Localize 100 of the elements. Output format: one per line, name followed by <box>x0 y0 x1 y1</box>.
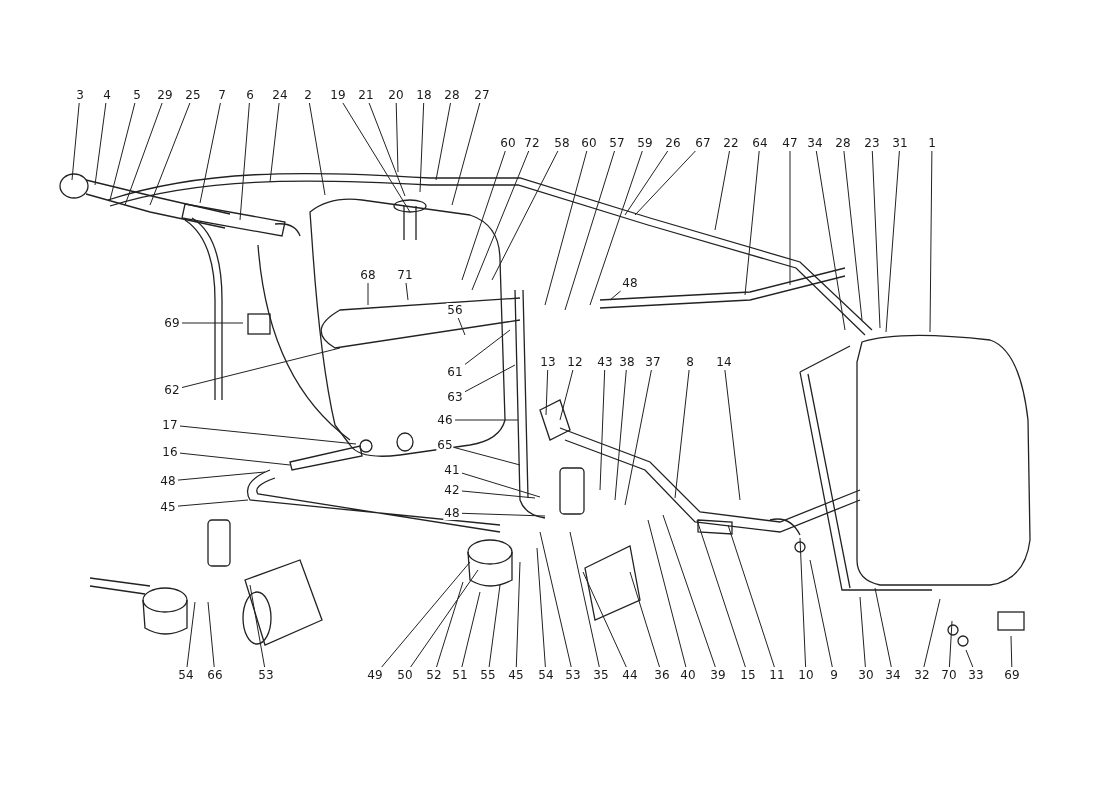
leader-line <box>308 102 326 196</box>
callout-number: 12 <box>566 355 584 369</box>
callout-number: 14 <box>715 355 733 369</box>
callout-number: 58 <box>553 136 571 150</box>
callout-number: 45 <box>507 668 525 682</box>
leader-line <box>454 447 521 466</box>
callout-number: 51 <box>451 668 469 682</box>
leader-line <box>419 102 425 193</box>
leader-line <box>539 531 572 668</box>
leader-line <box>109 102 136 201</box>
leader-line <box>488 584 501 668</box>
callout-number: 48 <box>443 506 461 520</box>
callout-number: 56 <box>446 303 464 317</box>
callout-number: 4 <box>102 88 112 102</box>
callout-number: 54 <box>177 668 195 682</box>
leader-line <box>923 598 941 668</box>
leader-line <box>624 369 652 506</box>
callout-number: 50 <box>396 668 414 682</box>
leader-line <box>71 102 80 181</box>
leader-line <box>948 620 953 668</box>
leader-line <box>589 150 643 306</box>
leader-line <box>874 587 892 668</box>
leader-line <box>457 317 466 336</box>
callout-number: 69 <box>1003 668 1021 682</box>
callout-number: 46 <box>436 413 454 427</box>
leader-line <box>461 472 541 498</box>
leader-line <box>599 369 606 491</box>
callout-number: 5 <box>132 88 142 102</box>
callout-number: 28 <box>443 88 461 102</box>
callout-number: 47 <box>781 136 799 150</box>
callout-number: 37 <box>644 355 662 369</box>
leader-line <box>381 561 471 668</box>
callout-number: 62 <box>163 383 181 397</box>
callout-number: 48 <box>621 276 639 290</box>
leader-line <box>124 102 163 206</box>
leader-line <box>1010 635 1013 668</box>
leader-line <box>461 490 536 499</box>
leader-line <box>451 102 481 206</box>
callout-number: 36 <box>653 668 671 682</box>
callout-number: 70 <box>940 668 958 682</box>
leader-line <box>186 601 196 668</box>
leader-line <box>629 571 660 668</box>
leader-line <box>714 150 730 231</box>
callout-number: 32 <box>913 668 931 682</box>
leader-line <box>624 150 669 216</box>
leader-line <box>177 499 249 507</box>
leader-line <box>367 282 369 306</box>
callout-number: 15 <box>739 668 757 682</box>
callout-number: 25 <box>184 88 202 102</box>
leader-line <box>674 369 690 499</box>
callout-number: 54 <box>537 668 555 682</box>
callout-number: 52 <box>425 668 443 682</box>
callout-number: 29 <box>156 88 174 102</box>
leader-line <box>724 369 741 501</box>
leader-line <box>269 102 280 183</box>
callout-number: 45 <box>159 500 177 514</box>
leader-line <box>545 369 549 416</box>
leader-line <box>179 425 357 445</box>
leader-line <box>239 102 250 221</box>
leader-line <box>464 329 511 365</box>
callout-number: 49 <box>366 668 384 682</box>
leader-line <box>559 369 574 421</box>
leader-line <box>405 282 409 301</box>
leader-line <box>662 514 716 668</box>
leader-line <box>871 150 881 329</box>
leader-line <box>515 561 521 668</box>
leader-line <box>461 591 481 668</box>
callout-number: 67 <box>694 136 712 150</box>
leader-line <box>368 102 406 197</box>
callout-number: 23 <box>863 136 881 150</box>
callout-number: 64 <box>751 136 769 150</box>
leader-line <box>815 150 846 331</box>
leader-line <box>809 559 833 668</box>
callout-number: 30 <box>857 668 875 682</box>
callout-number: 42 <box>443 483 461 497</box>
callout-number: 28 <box>834 136 852 150</box>
leader-line <box>569 531 600 668</box>
callout-number: 27 <box>473 88 491 102</box>
leader-line <box>885 150 900 333</box>
callout-number: 55 <box>479 668 497 682</box>
leader-line <box>436 581 464 668</box>
leader-line <box>181 322 244 324</box>
leader-line <box>249 584 266 668</box>
leader-line <box>471 150 530 291</box>
leader-line <box>614 369 627 501</box>
callout-number: 35 <box>592 668 610 682</box>
callout-number: 16 <box>161 445 179 459</box>
leader-line <box>454 419 519 421</box>
leader-line <box>859 596 866 668</box>
leader-line <box>342 102 411 213</box>
callout-number: 26 <box>664 136 682 150</box>
leader-line <box>544 150 588 306</box>
callout-number: 8 <box>685 355 695 369</box>
callout-number: 17 <box>161 418 179 432</box>
callout-number: 2 <box>303 88 313 102</box>
leader-line <box>491 150 559 281</box>
callout-number: 21 <box>357 88 375 102</box>
leader-line <box>696 519 746 668</box>
callout-number: 38 <box>618 355 636 369</box>
leader-line <box>609 290 622 301</box>
